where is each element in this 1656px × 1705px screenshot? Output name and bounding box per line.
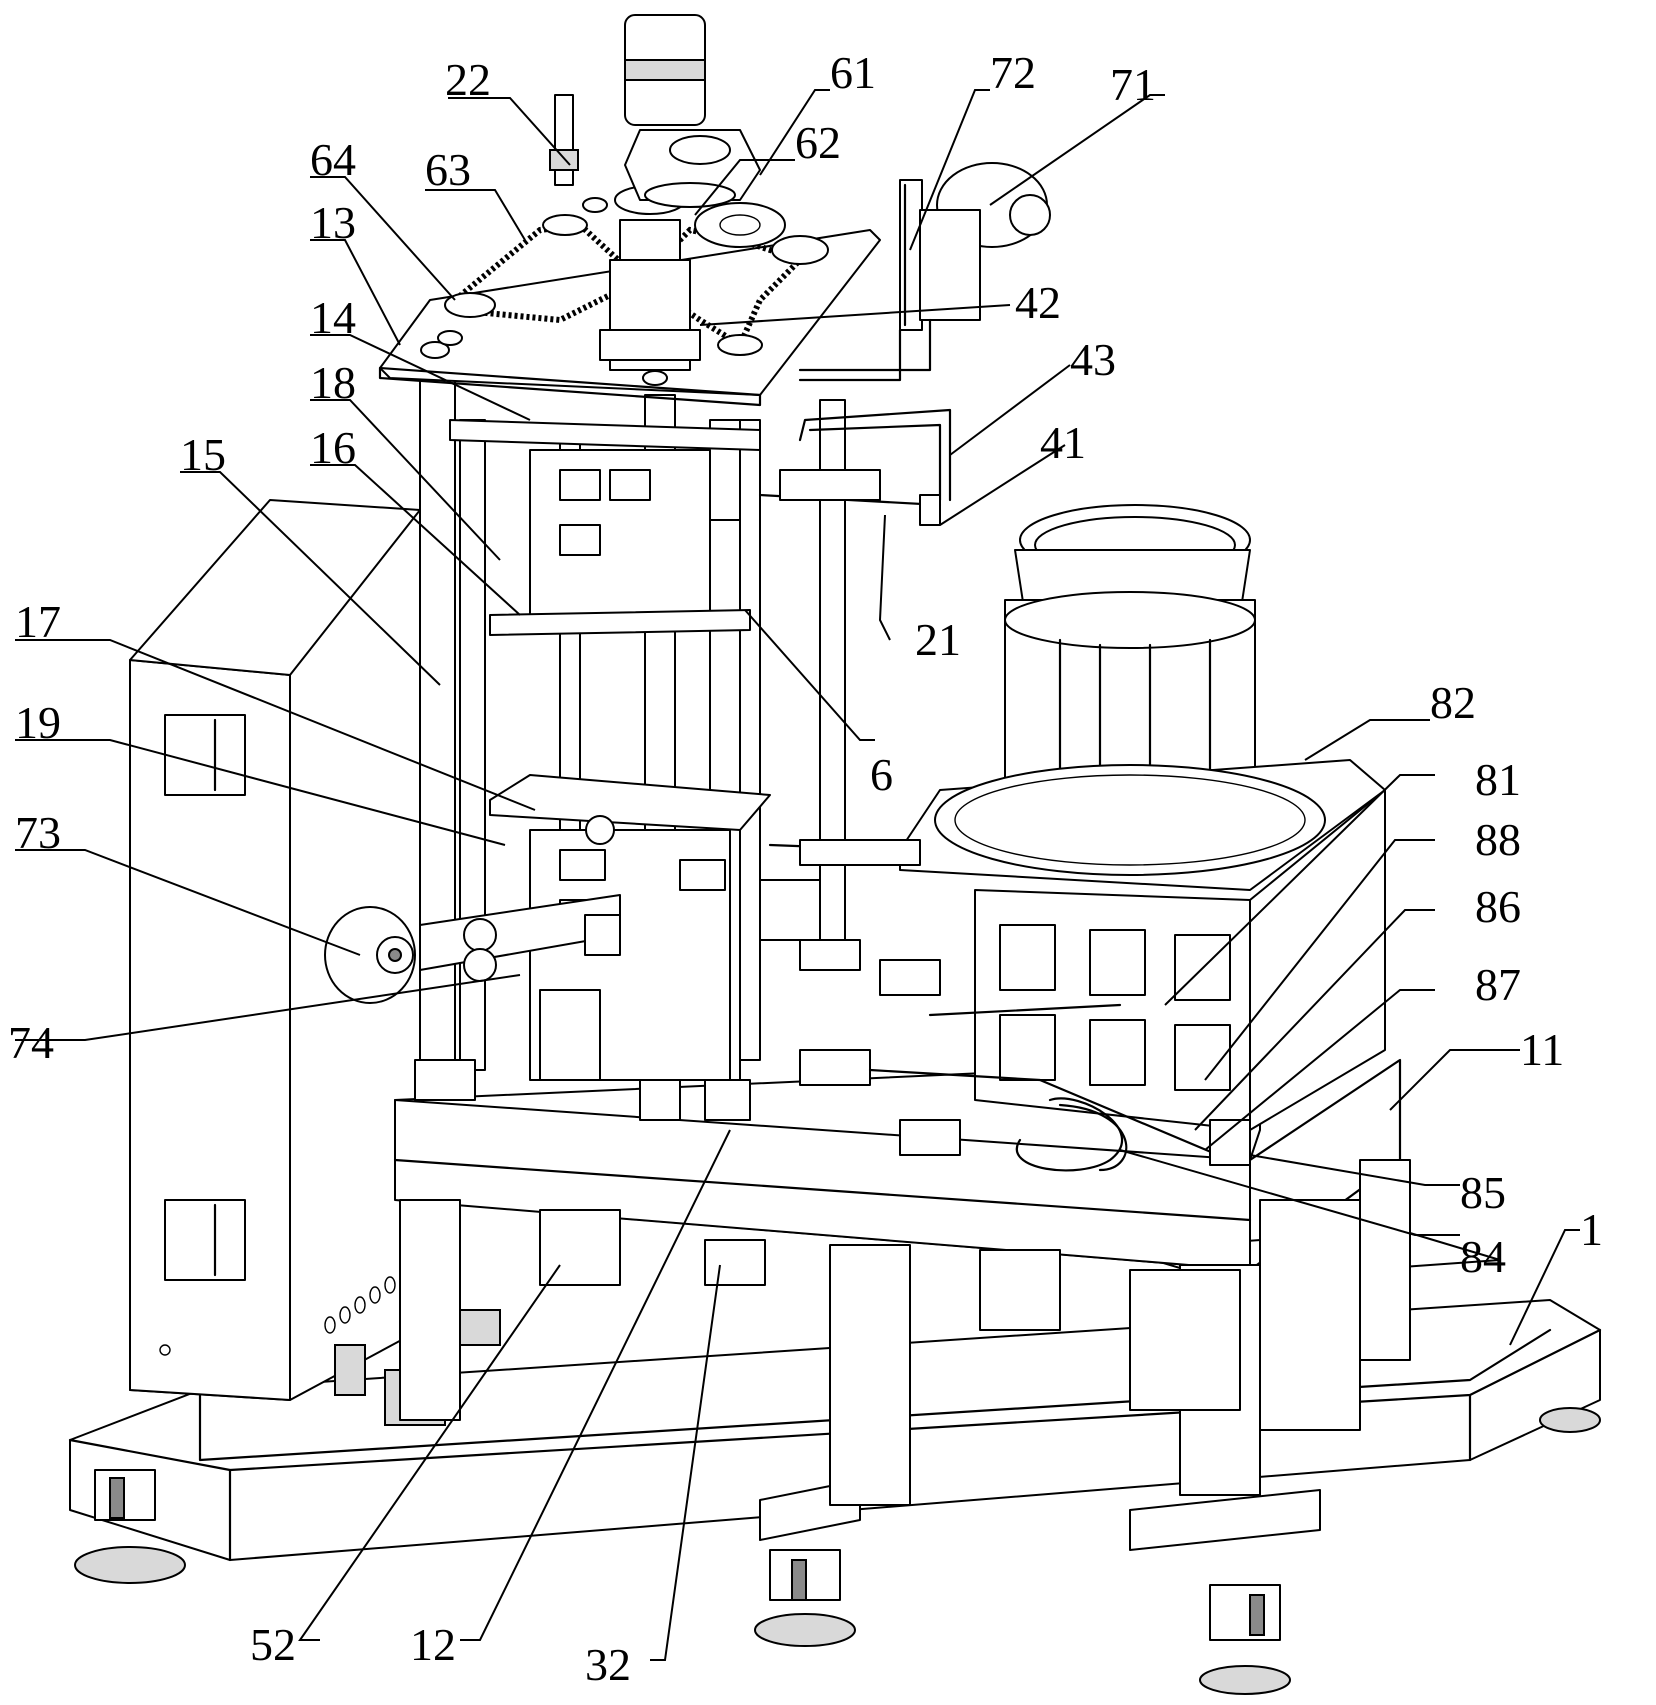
label-84: 84	[1460, 1231, 1506, 1282]
label-87: 87	[1475, 959, 1521, 1010]
leader-lines	[15, 89, 1580, 1661]
leveling-foot-2	[754, 1549, 856, 1647]
label-72: 72	[990, 47, 1036, 98]
label-41: 41	[1040, 417, 1086, 468]
label-14: 14	[310, 292, 356, 343]
label-86: 86	[1475, 881, 1521, 932]
part-labels: 22 64 63 13 14 18 16 15 17 19 73 74 61 6…	[8, 47, 1603, 1690]
middle-plate	[489, 774, 771, 1081]
center-block	[599, 185, 701, 371]
label-21: 21	[915, 614, 961, 665]
label-71: 71	[1110, 59, 1156, 110]
label-73: 73	[15, 807, 61, 858]
label-18: 18	[310, 357, 356, 408]
label-32: 32	[585, 1639, 631, 1690]
leveling-foot-1	[74, 1469, 186, 1584]
label-74: 74	[8, 1017, 54, 1068]
gripper-arm	[758, 408, 952, 526]
upper-slide	[489, 449, 751, 636]
main-table	[393, 1058, 1411, 1506]
label-88: 88	[1475, 814, 1521, 865]
label-15: 15	[180, 429, 226, 480]
label-6: 6	[870, 749, 893, 800]
top-motor	[624, 14, 761, 208]
connector-row	[324, 1276, 396, 1334]
inner-rods	[759, 839, 921, 941]
label-61: 61	[830, 47, 876, 98]
label-52: 52	[250, 1619, 296, 1670]
label-43: 43	[1070, 334, 1116, 385]
label-13: 13	[310, 197, 356, 248]
label-42: 42	[1015, 277, 1061, 328]
label-1: 1	[1580, 1204, 1603, 1255]
leveling-foot-4	[1539, 1407, 1601, 1433]
label-16: 16	[310, 422, 356, 473]
vibratory-feeder	[899, 504, 1386, 1172]
label-81: 81	[1475, 754, 1521, 805]
label-12: 12	[410, 1619, 456, 1670]
label-64: 64	[310, 134, 356, 185]
drive-chain	[452, 221, 806, 350]
label-63: 63	[425, 144, 471, 195]
label-62: 62	[795, 117, 841, 168]
label-19: 19	[15, 697, 61, 748]
tape-roll	[324, 815, 621, 1004]
label-11: 11	[1520, 1024, 1564, 1075]
electric-cabinet	[129, 499, 501, 1426]
leveling-foot-3	[1199, 1584, 1291, 1695]
top-bolts	[420, 197, 668, 386]
sprockets	[444, 94, 829, 356]
linear-rails	[799, 939, 1251, 1166]
label-82: 82	[1430, 677, 1476, 728]
label-85: 85	[1460, 1167, 1506, 1218]
label-17: 17	[15, 596, 61, 647]
label-22: 22	[445, 54, 491, 105]
